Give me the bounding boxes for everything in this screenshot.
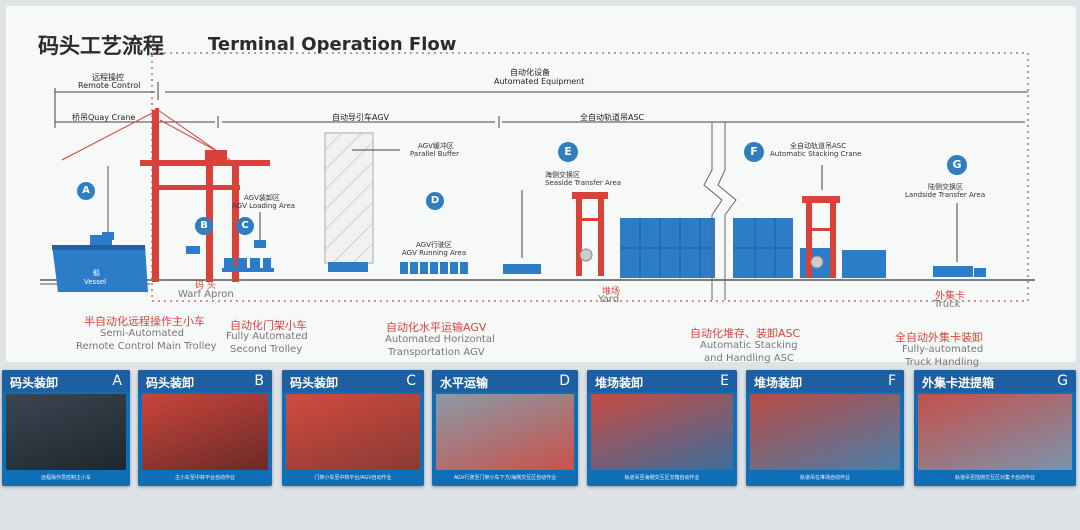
stage-1-en1: Semi-Automated xyxy=(100,328,184,339)
photo-card-d: 水平运输 D AGV行驶至门架小车下方/海侧交互区自动作业 xyxy=(432,370,578,486)
yard-en: Yard xyxy=(598,294,620,305)
card-e-letter: E xyxy=(720,373,729,389)
seaside-en: Seaside Transfer Area xyxy=(545,179,622,187)
marker-a: A xyxy=(77,182,95,200)
yard-cn: 堆场 xyxy=(602,287,621,297)
card-g-photo xyxy=(918,394,1072,470)
card-g-letter: G xyxy=(1057,373,1068,389)
loading-cn: AGV装卸区 xyxy=(244,194,280,202)
card-d-title: 水平运输 xyxy=(440,376,489,390)
loading-en: AGV Loading Area xyxy=(232,202,296,210)
asc-zone-en: Automatic Stacking Crane xyxy=(770,150,862,158)
stage-4-en1: Automatic Stacking xyxy=(700,340,798,351)
buffer-en: Parallel Buffer xyxy=(410,150,459,158)
stage-3-cn: 自动化水平运输AGV xyxy=(386,321,487,334)
remote-control-en: Remote Control xyxy=(78,81,141,90)
automated-zone-boundary xyxy=(151,52,1029,302)
agv-containers xyxy=(186,240,274,272)
running-en: AGV Running Area xyxy=(402,249,467,257)
flow-diagram-board xyxy=(6,6,1076,362)
card-a-photo xyxy=(6,394,126,470)
stage-1-en2: Remote Control Main Trolley xyxy=(76,341,217,352)
stage-1-cn: 半自动化远程操作主小车 xyxy=(84,315,205,328)
card-c-letter: C xyxy=(406,373,416,389)
landside-en: Landside Transfer Area xyxy=(905,191,986,199)
wharf-en: Warf Apron xyxy=(178,289,234,300)
marker-b: B xyxy=(195,217,213,235)
card-f-title: 堆场装卸 xyxy=(754,376,803,390)
vessel xyxy=(52,235,148,292)
stage-2-en1: Fully Automated xyxy=(226,331,308,342)
card-c-title: 码头装卸 xyxy=(290,376,339,390)
stage-3-en1: Automated Horizontal xyxy=(385,334,495,345)
card-c-caption: 门架小车至中转平台/AGV自动作业 xyxy=(314,475,392,481)
asc-zone-cn: 全自动轨道吊ASC xyxy=(790,142,847,150)
card-d-letter: D xyxy=(559,373,570,389)
title-en: Terminal Operation Flow xyxy=(208,34,457,55)
card-f-caption: 轨道吊在堆场自动作业 xyxy=(799,475,850,481)
marker-e: E xyxy=(558,142,578,162)
wharf-cn: 码 头 xyxy=(195,281,216,291)
pointer-arrows xyxy=(259,149,958,262)
card-f-letter: F xyxy=(887,373,896,389)
stage-4-en2: and Handling ASC xyxy=(704,353,794,364)
card-b-photo xyxy=(142,394,268,470)
agv-label: 自动导引车AGV xyxy=(332,113,390,122)
remote-control-cn: 远程操控 xyxy=(92,73,124,82)
automated-equipment-en: Automated Equipment xyxy=(494,77,585,86)
vessel-cn: 船 xyxy=(93,269,100,277)
stage-5-en1: Fully-automated xyxy=(902,344,984,355)
card-f-photo xyxy=(750,394,900,470)
card-e-title: 堆场装卸 xyxy=(595,376,644,390)
card-a-letter: A xyxy=(112,373,122,389)
stage-2-cn: 自动化门架小车 xyxy=(230,319,307,332)
buffer-cn: AGV缓冲区 xyxy=(418,142,454,150)
card-e-caption: 轨道吊至海侧交互区交箱自动作业 xyxy=(624,475,700,481)
stage-4-cn: 自动化堆存、装卸ASC xyxy=(690,327,801,340)
card-a-caption: 远程操作员控制主小车 xyxy=(40,475,91,481)
running-cn: AGV行驶区 xyxy=(416,241,452,249)
card-e-photo xyxy=(591,394,733,470)
card-d-photo xyxy=(436,394,574,470)
marker-f: F xyxy=(744,142,764,162)
card-d-caption: AGV行驶至门架小车下方/海侧交互区自动作业 xyxy=(453,475,557,481)
break-mark xyxy=(703,122,723,300)
stage-2-en2: Second Trolley xyxy=(230,344,303,355)
photo-card-f: 堆场装卸 F 轨道吊在堆场自动作业 xyxy=(746,370,904,486)
landside-cn: 陆侧交换区 xyxy=(928,183,963,191)
running-agvs xyxy=(400,262,541,274)
marker-d: D xyxy=(426,192,444,210)
card-b-title: 码头装卸 xyxy=(146,376,195,390)
photo-card-g: 外集卡进提箱 G 轨道吊至陆侧交互区对集卡自动作业 xyxy=(914,370,1076,486)
card-g-title: 外集卡进提箱 xyxy=(922,376,995,390)
truck-en: Truck xyxy=(934,299,961,310)
landside-asc xyxy=(802,196,840,278)
stage-5-cn: 全自动外集卡装卸 xyxy=(895,331,983,344)
marker-c: C xyxy=(236,217,254,235)
card-g-caption: 轨道吊至陆侧交互区对集卡自动作业 xyxy=(954,475,1035,481)
stage-3-en2: Transportation AGV xyxy=(388,347,485,358)
card-c-photo xyxy=(286,394,420,470)
crane-stays xyxy=(61,109,231,161)
seaside-cn: 海侧交换区 xyxy=(545,171,580,179)
marker-g: G xyxy=(947,155,967,175)
seaside-asc xyxy=(572,192,608,276)
photo-card-e: 堆场装卸 E 轨道吊至海侧交互区交箱自动作业 xyxy=(587,370,737,486)
stage-5-en2: Truck Handling xyxy=(905,357,980,368)
truck xyxy=(933,266,986,277)
truck-cn: 外集卡 xyxy=(935,291,965,302)
card-b-caption: 主小车至中转平台自动作业 xyxy=(174,475,235,481)
card-b-letter: B xyxy=(254,373,264,389)
photo-card-b: 码头装卸 B 主小车至中转平台自动作业 xyxy=(138,370,272,486)
asc-span-label: 全自动轨道吊ASC xyxy=(580,113,645,122)
automated-equipment-cn: 自动化设备 xyxy=(510,68,550,77)
span-arrows xyxy=(54,82,1028,128)
card-a-title: 码头装卸 xyxy=(10,376,59,390)
photo-card-a: 码头装卸 A 远程操作员控制主小车 xyxy=(2,370,130,486)
photo-card-c: 码头装卸 C 门架小车至中转平台/AGV自动作业 xyxy=(282,370,424,486)
quay-crane-label: 桥吊Quay Crane xyxy=(72,113,136,122)
title-cn: 码头工艺流程 xyxy=(38,34,164,58)
vessel-en: Vessel xyxy=(84,278,107,286)
